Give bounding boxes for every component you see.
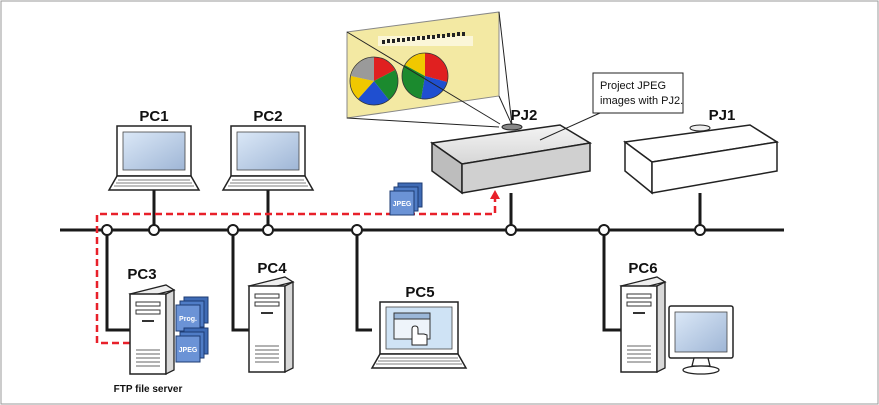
label-pc5: PC5 (405, 284, 434, 301)
label-pj1: PJ1 (709, 107, 736, 124)
projection-beam-line (346, 117, 500, 128)
callout-line-2: images with PJ2. (600, 95, 683, 107)
jpeg-file-stack-server: JPEG (175, 327, 209, 363)
laptop-pc2 (221, 125, 315, 191)
monitor-pc6 (668, 305, 734, 375)
projector-pj1 (623, 124, 780, 195)
projection-screen (346, 11, 500, 119)
projection-beam-line (498, 95, 513, 126)
network-junctions (101, 224, 706, 236)
callout-line-1: Project JPEG (600, 80, 666, 92)
tower-pc6 (619, 276, 667, 374)
pie-chart-left (349, 56, 399, 106)
projection-beam-line (346, 31, 501, 125)
label-pc1: PC1 (139, 108, 168, 125)
tower-pc4 (247, 276, 295, 374)
tower-pc3 (128, 284, 176, 376)
projection-beam-line (498, 11, 513, 126)
network-drops (105, 190, 702, 332)
data-flow-path (95, 198, 497, 345)
prog-file-label: Prog. (179, 316, 197, 323)
label-ftp-server: FTP file server (114, 384, 183, 395)
label-pc2: PC2 (253, 108, 282, 125)
prog-file-stack: Prog. (175, 296, 209, 332)
label-pj2: PJ2 (511, 107, 538, 124)
label-pc4: PC4 (257, 260, 287, 277)
pie-chart-right (401, 52, 449, 100)
jpeg-file-stack-transfer: JPEG (389, 182, 423, 216)
laptop-pc1 (107, 125, 201, 191)
data-flow-arrowhead (490, 190, 500, 199)
callout-box: Project JPEG images with PJ2. (539, 72, 684, 141)
label-pc3: PC3 (127, 266, 156, 283)
jpeg-file-label: JPEG (393, 201, 412, 208)
laptop-pc5 (370, 301, 468, 369)
jpeg-file-label-server: JPEG (179, 347, 198, 354)
label-pc6: PC6 (628, 260, 657, 277)
